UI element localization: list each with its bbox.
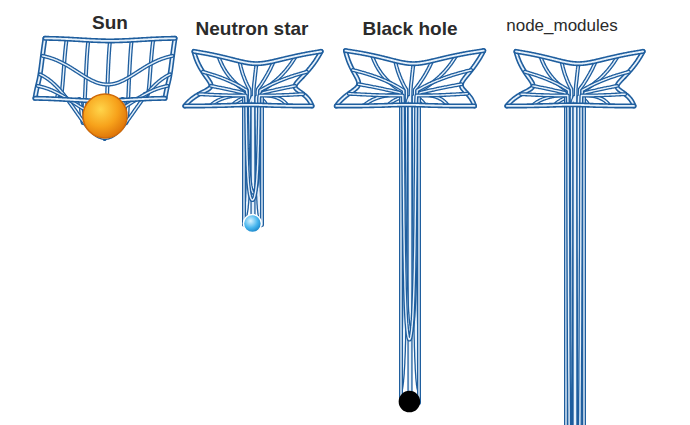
grid-line [194,51,321,63]
grid-line [507,105,634,106]
mass-ball [399,392,419,412]
grid-line [507,51,533,106]
grid-line [359,84,462,406]
grid-line [336,51,358,106]
grid-line [525,72,629,425]
grid-line [40,74,170,138]
grid-line [461,51,483,106]
grid-line [359,84,462,406]
grid-line [346,51,484,64]
grid-line [507,105,634,106]
mass-ball [243,215,261,233]
grid-line [194,51,321,63]
grid-line [45,38,175,41]
grid-line [165,38,175,98]
grid-line [185,105,312,106]
mass-ball [83,94,127,138]
grid-line [516,51,643,63]
grid-line [336,105,474,106]
grid-line [349,94,468,340]
grid-line [532,56,568,421]
grid-line [521,94,625,425]
grid-line [521,94,625,425]
grid-line [185,105,312,106]
grid-line [582,56,618,421]
grid-line [295,51,321,106]
grid-line [45,38,175,41]
grid-line [533,86,617,425]
grid-line [43,56,173,85]
grid-line [199,94,303,200]
grid-line [461,51,483,106]
grid-line [185,51,211,106]
grid-line [43,56,173,85]
object-label: node_modules [506,16,618,36]
grid-line [165,38,175,98]
object-label: Neutron star [196,18,309,41]
grid-line [533,86,617,425]
grid-line [617,51,643,106]
grid-line [525,72,629,425]
grid-line [349,94,468,340]
grid-line [203,72,307,193]
grid-line [185,51,211,106]
grid-line [346,51,484,64]
grid-line [336,51,358,106]
grid-line [295,51,321,106]
grid-line [203,72,307,193]
grid-line [199,94,303,200]
grid-line [40,74,170,138]
object-label: Sun [92,12,128,35]
grid-line [516,51,643,63]
grid-line [532,56,568,421]
grid-line [507,51,533,106]
grid-line [582,56,618,421]
object-label: Black hole [362,18,457,41]
grid-line [617,51,643,106]
grid-line [336,105,474,106]
